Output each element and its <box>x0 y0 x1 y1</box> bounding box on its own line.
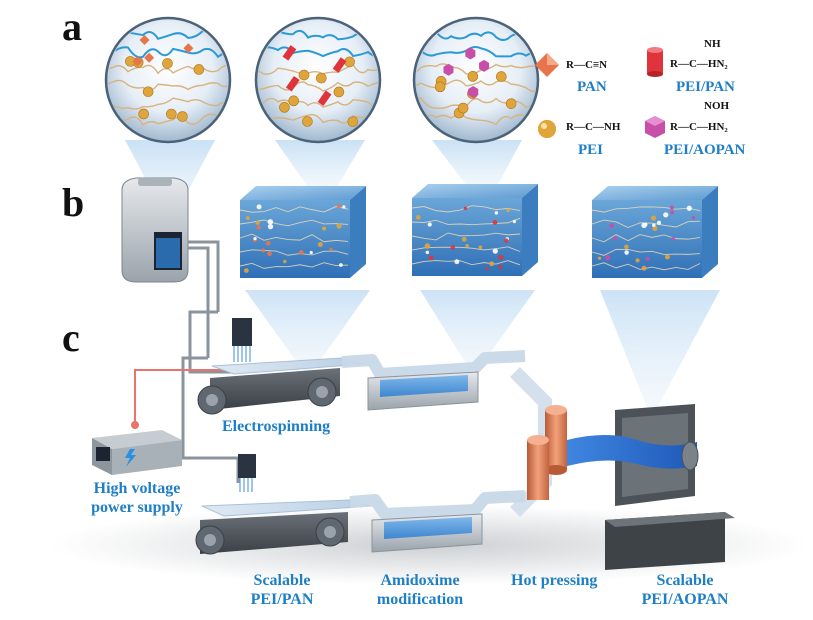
scalable-pei-aopan-line2: PEI/AOPAN <box>641 591 729 608</box>
scalable-pei-aopan-label: Scalable PEI/AOPAN <box>630 571 740 609</box>
power-supply <box>92 421 182 475</box>
lightning-bolt-icon <box>125 449 136 467</box>
amidoxime-line2: modification <box>376 591 464 608</box>
pei-aopan-fabric <box>567 435 697 469</box>
pan-formula: R—C≡N <box>566 59 608 71</box>
precursor-tank <box>121 177 220 358</box>
bubble-beams <box>125 140 522 212</box>
pei-pan-label: PEI/PAN <box>676 79 735 95</box>
upper-membrane <box>341 350 526 380</box>
scalable-pei-pan-line2: PEI/PAN <box>250 591 314 608</box>
pei-aopan-molecule-bubble <box>412 16 540 144</box>
pan-label: PAN <box>577 79 607 95</box>
pei-icon <box>538 120 556 138</box>
scalable-pei-pan-line1: Scalable <box>253 572 311 589</box>
pan-molecule-bubble <box>104 16 232 144</box>
pei-aopan-icon <box>645 116 665 138</box>
lower-membrane <box>349 490 526 520</box>
gel-beams <box>245 290 720 410</box>
pei-aopan-gel-block <box>591 186 718 278</box>
pan-gel-block <box>239 186 366 278</box>
pei-pan-icon <box>647 47 663 77</box>
pei-aopan-formula: R—C—HN₂ <box>670 121 728 133</box>
pei-formula: R—C—NH <box>566 121 621 133</box>
panel-label-a: a <box>62 4 82 49</box>
panel-label-b: b <box>62 180 85 225</box>
hot-press-rollers <box>527 405 567 500</box>
pei-label: PEI <box>578 142 604 158</box>
hot-pressing-label: Hot pressing <box>511 572 598 589</box>
pei-pan-molecule-bubble <box>254 16 382 144</box>
spinneret-upper <box>232 318 252 362</box>
amidoxime-label: Amidoxime modification <box>360 571 480 609</box>
pei-pan-gel-block <box>411 184 538 276</box>
lower-conveyor <box>195 499 373 555</box>
power-supply-label: High voltage power supply <box>72 479 202 517</box>
pei-pan-formula: R—C—HN₂ <box>670 58 728 70</box>
feed-tube <box>188 310 235 374</box>
pei-aopan-label: PEI/AOPAN <box>664 142 746 158</box>
scalable-pei-pan-label: Scalable PEI/PAN <box>232 571 332 609</box>
scalable-pei-aopan-line1: Scalable <box>656 572 714 589</box>
electrospinning-label: Electrospinning <box>222 418 331 435</box>
upper-modification-tray <box>367 371 479 411</box>
collector-unit <box>605 404 735 570</box>
upper-conveyor <box>197 357 365 415</box>
pei-aopan-formula-top: NOH <box>704 100 730 112</box>
pei-pan-formula-top: NH <box>704 38 721 50</box>
power-supply-label-line1: High voltage <box>93 480 181 497</box>
panel-label-c: c <box>62 315 80 360</box>
lower-modification-tray <box>371 513 483 553</box>
power-cable <box>134 369 242 428</box>
spinneret-lower <box>238 454 256 492</box>
pan-icon <box>535 53 559 77</box>
amidoxime-line1: Amidoxime <box>380 572 460 589</box>
power-supply-label-line2: power supply <box>91 499 183 516</box>
